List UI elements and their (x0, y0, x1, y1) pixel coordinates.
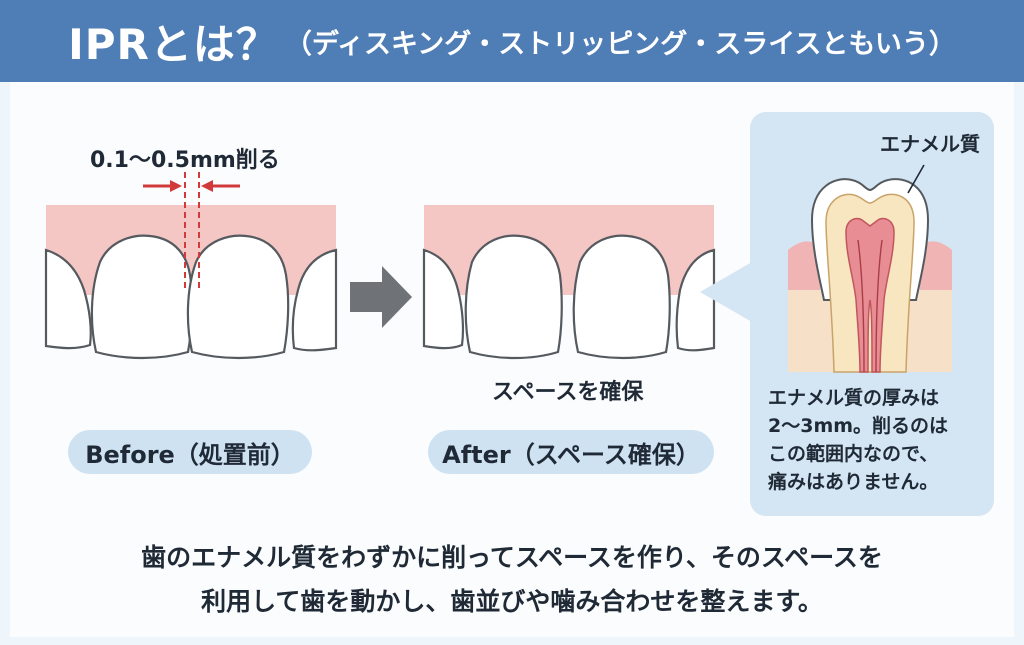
after-tooth-left-partial (422, 248, 465, 350)
step-arrow-icon (350, 266, 412, 328)
enamel-note-line: 2〜3mm。削るのは (768, 415, 949, 437)
before-tooth-right-partial (291, 248, 338, 352)
before-tooth-left-partial (44, 248, 92, 350)
enamel-label: エナメル質 (880, 132, 980, 156)
enamel-note: エナメル質の厚みは 2〜3mm。削るのは この範囲内なので、 痛みはありません。 (768, 384, 988, 496)
after-tooth-2 (572, 234, 671, 360)
description-text: 歯のエナメル質をわずかに削ってスペースを作り、そのスペースを 利用して歯を動かし… (0, 536, 1024, 624)
cut-amount-label: 0.1〜0.5mm削る (90, 148, 280, 173)
header-banner: IPRとは？ （ディスキング・ストリッピング・スライスともいう） (0, 0, 1024, 82)
space-secured-label: スペースを確保 (492, 380, 644, 405)
before-pill: Before（処置前） (68, 430, 312, 474)
after-tooth-right-partial (675, 248, 716, 352)
description-line: 歯のエナメル質をわずかに削ってスペースを作り、そのスペースを (141, 543, 883, 572)
bubble-tail (700, 262, 752, 322)
pulp-layer (845, 217, 895, 373)
enamel-note-line: 痛みはありません。 (768, 471, 939, 493)
enamel-note-line: この範囲内なので、 (768, 443, 939, 465)
after-tooth-1 (464, 234, 563, 360)
page-subtitle: （ディスキング・ストリッピング・スライスともいう） (284, 28, 956, 60)
before-tooth-2 (186, 234, 290, 360)
enamel-pointer (907, 164, 925, 194)
arrow-left-icon (201, 180, 240, 192)
page-title: IPRとは？ (68, 19, 279, 69)
enamel-note-line: エナメル質の厚みは (768, 387, 940, 409)
description-line: 利用して歯を動かし、歯並びや噛み合わせを整えます。 (201, 587, 823, 616)
arrow-right-icon (143, 180, 182, 192)
after-pill: After（スペース確保） (428, 430, 714, 474)
